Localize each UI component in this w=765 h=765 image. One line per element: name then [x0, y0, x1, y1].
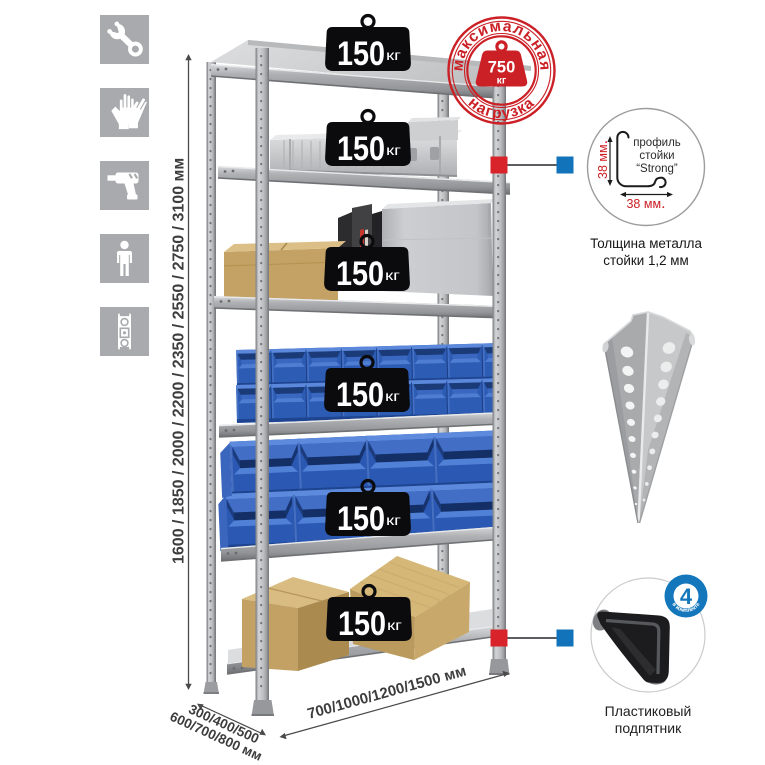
- svg-text:подпятник: подпятник: [615, 720, 682, 736]
- svg-text:38 мм.: 38 мм.: [594, 140, 611, 179]
- svg-text:“Strong”: “Strong”: [636, 163, 678, 175]
- svg-text:штуки: штуки: [677, 564, 696, 572]
- svg-text:4: 4: [680, 584, 693, 609]
- svg-text:1600 / 1850 / 2000 / 2200 / 23: 1600 / 1850 / 2000 / 2200 / 2350 / 2550 …: [171, 158, 188, 564]
- svg-text:750: 750: [488, 59, 516, 77]
- svg-text:кг: кг: [497, 75, 507, 87]
- svg-text:Пластиковый: Пластиковый: [605, 703, 692, 719]
- svg-text:Толщина металла: Толщина металла: [590, 236, 702, 251]
- svg-text:700/1000/1200/1500 мм: 700/1000/1200/1500 мм: [306, 663, 469, 723]
- svg-text:38 мм.: 38 мм.: [626, 195, 665, 212]
- svg-text:стойки: стойки: [639, 150, 674, 162]
- svg-text:стойки 1,2 мм: стойки 1,2 мм: [603, 253, 688, 268]
- svg-text:профиль: профиль: [633, 137, 681, 149]
